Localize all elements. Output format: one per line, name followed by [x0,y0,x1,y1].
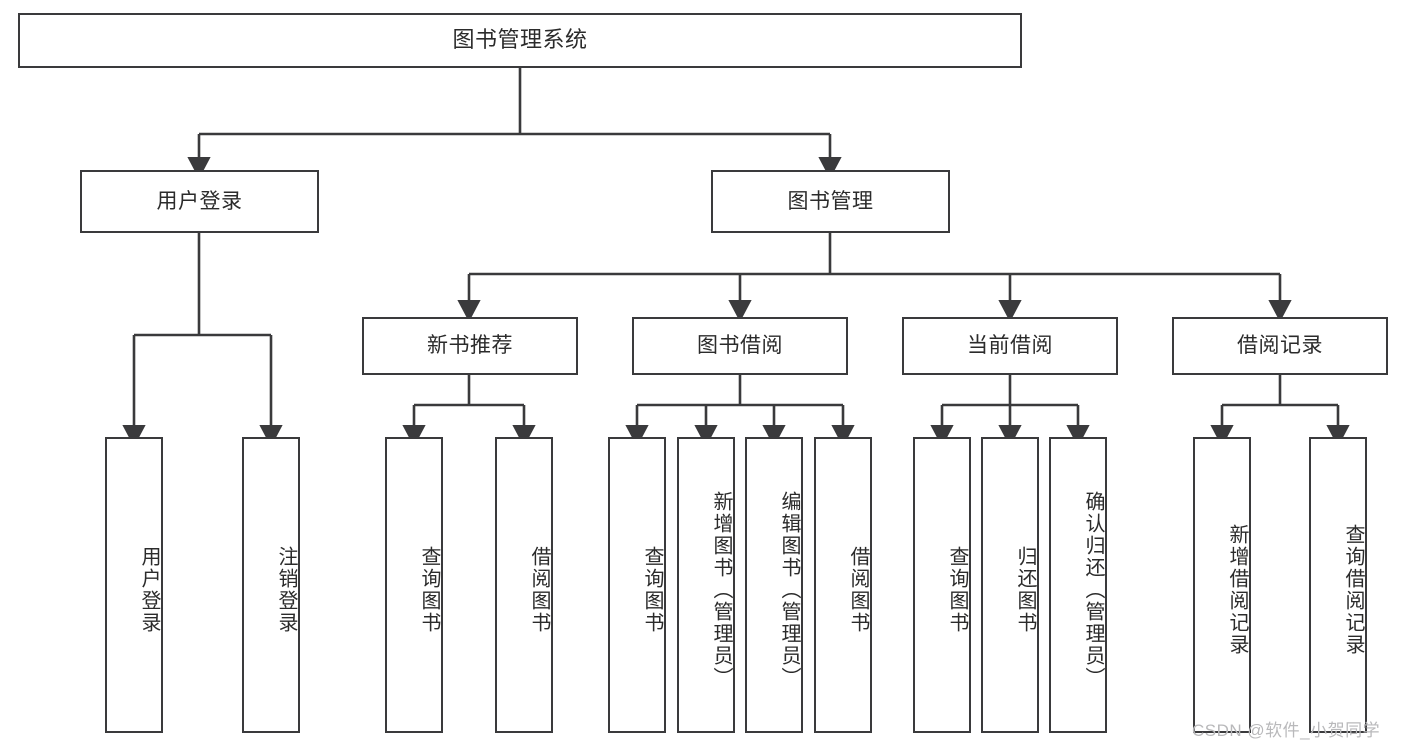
node-label: 当前借阅 [967,334,1053,358]
leaf-user-login-signin[interactable]: 用户登录 [105,437,163,733]
leaf-new-book-borrow[interactable]: 借阅图书 [495,437,553,733]
leaf-current-borrow-return[interactable]: 归还图书 [981,437,1039,733]
node-label: 用户登录 [156,189,243,213]
node-label: 图书借阅 [697,334,783,358]
node-label: 借阅图书 [528,546,550,634]
node-label: 归还图书 [1014,546,1036,634]
leaf-book-borrow-borrow[interactable]: 借阅图书 [814,437,872,733]
node-current-borrow[interactable]: 当前借阅 [902,317,1118,375]
node-label: 查询借阅记录 [1342,524,1364,656]
node-label: 查询图书 [946,546,968,634]
node-label: 图书管理 [787,189,874,213]
node-root-library-management-system[interactable]: 图书管理系统 [18,13,1022,68]
node-label: 查询图书 [641,546,663,634]
leaf-new-book-query[interactable]: 查询图书 [385,437,443,733]
node-book-management[interactable]: 图书管理 [711,170,950,233]
node-label: 借阅图书 [847,546,869,634]
node-label: 图书管理系统 [452,27,588,53]
leaf-current-borrow-confirm-return-admin[interactable]: 确认归还（管理员） [1049,437,1107,733]
node-new-book-recommend[interactable]: 新书推荐 [362,317,578,375]
node-label: 编辑图书（管理员） [778,491,800,689]
node-label: 新书推荐 [427,334,513,358]
node-label: 新增借阅记录 [1226,524,1248,656]
node-book-borrow[interactable]: 图书借阅 [632,317,848,375]
leaf-user-login-signout[interactable]: 注销登录 [242,437,300,733]
node-label: 确认归还（管理员） [1082,491,1104,689]
leaf-borrow-record-add[interactable]: 新增借阅记录 [1193,437,1251,733]
leaf-book-borrow-edit-admin[interactable]: 编辑图书（管理员） [745,437,803,733]
node-label: 借阅记录 [1237,334,1323,358]
node-label: 注销登录 [275,546,297,634]
leaf-book-borrow-query[interactable]: 查询图书 [608,437,666,733]
node-borrow-record[interactable]: 借阅记录 [1172,317,1388,375]
leaf-book-borrow-add-admin[interactable]: 新增图书（管理员） [677,437,735,733]
node-label: 新增图书（管理员） [710,491,732,689]
leaf-current-borrow-query[interactable]: 查询图书 [913,437,971,733]
leaf-borrow-record-query[interactable]: 查询借阅记录 [1309,437,1367,733]
node-user-login[interactable]: 用户登录 [80,170,319,233]
node-label: 用户登录 [138,546,160,634]
node-label: 查询图书 [418,546,440,634]
